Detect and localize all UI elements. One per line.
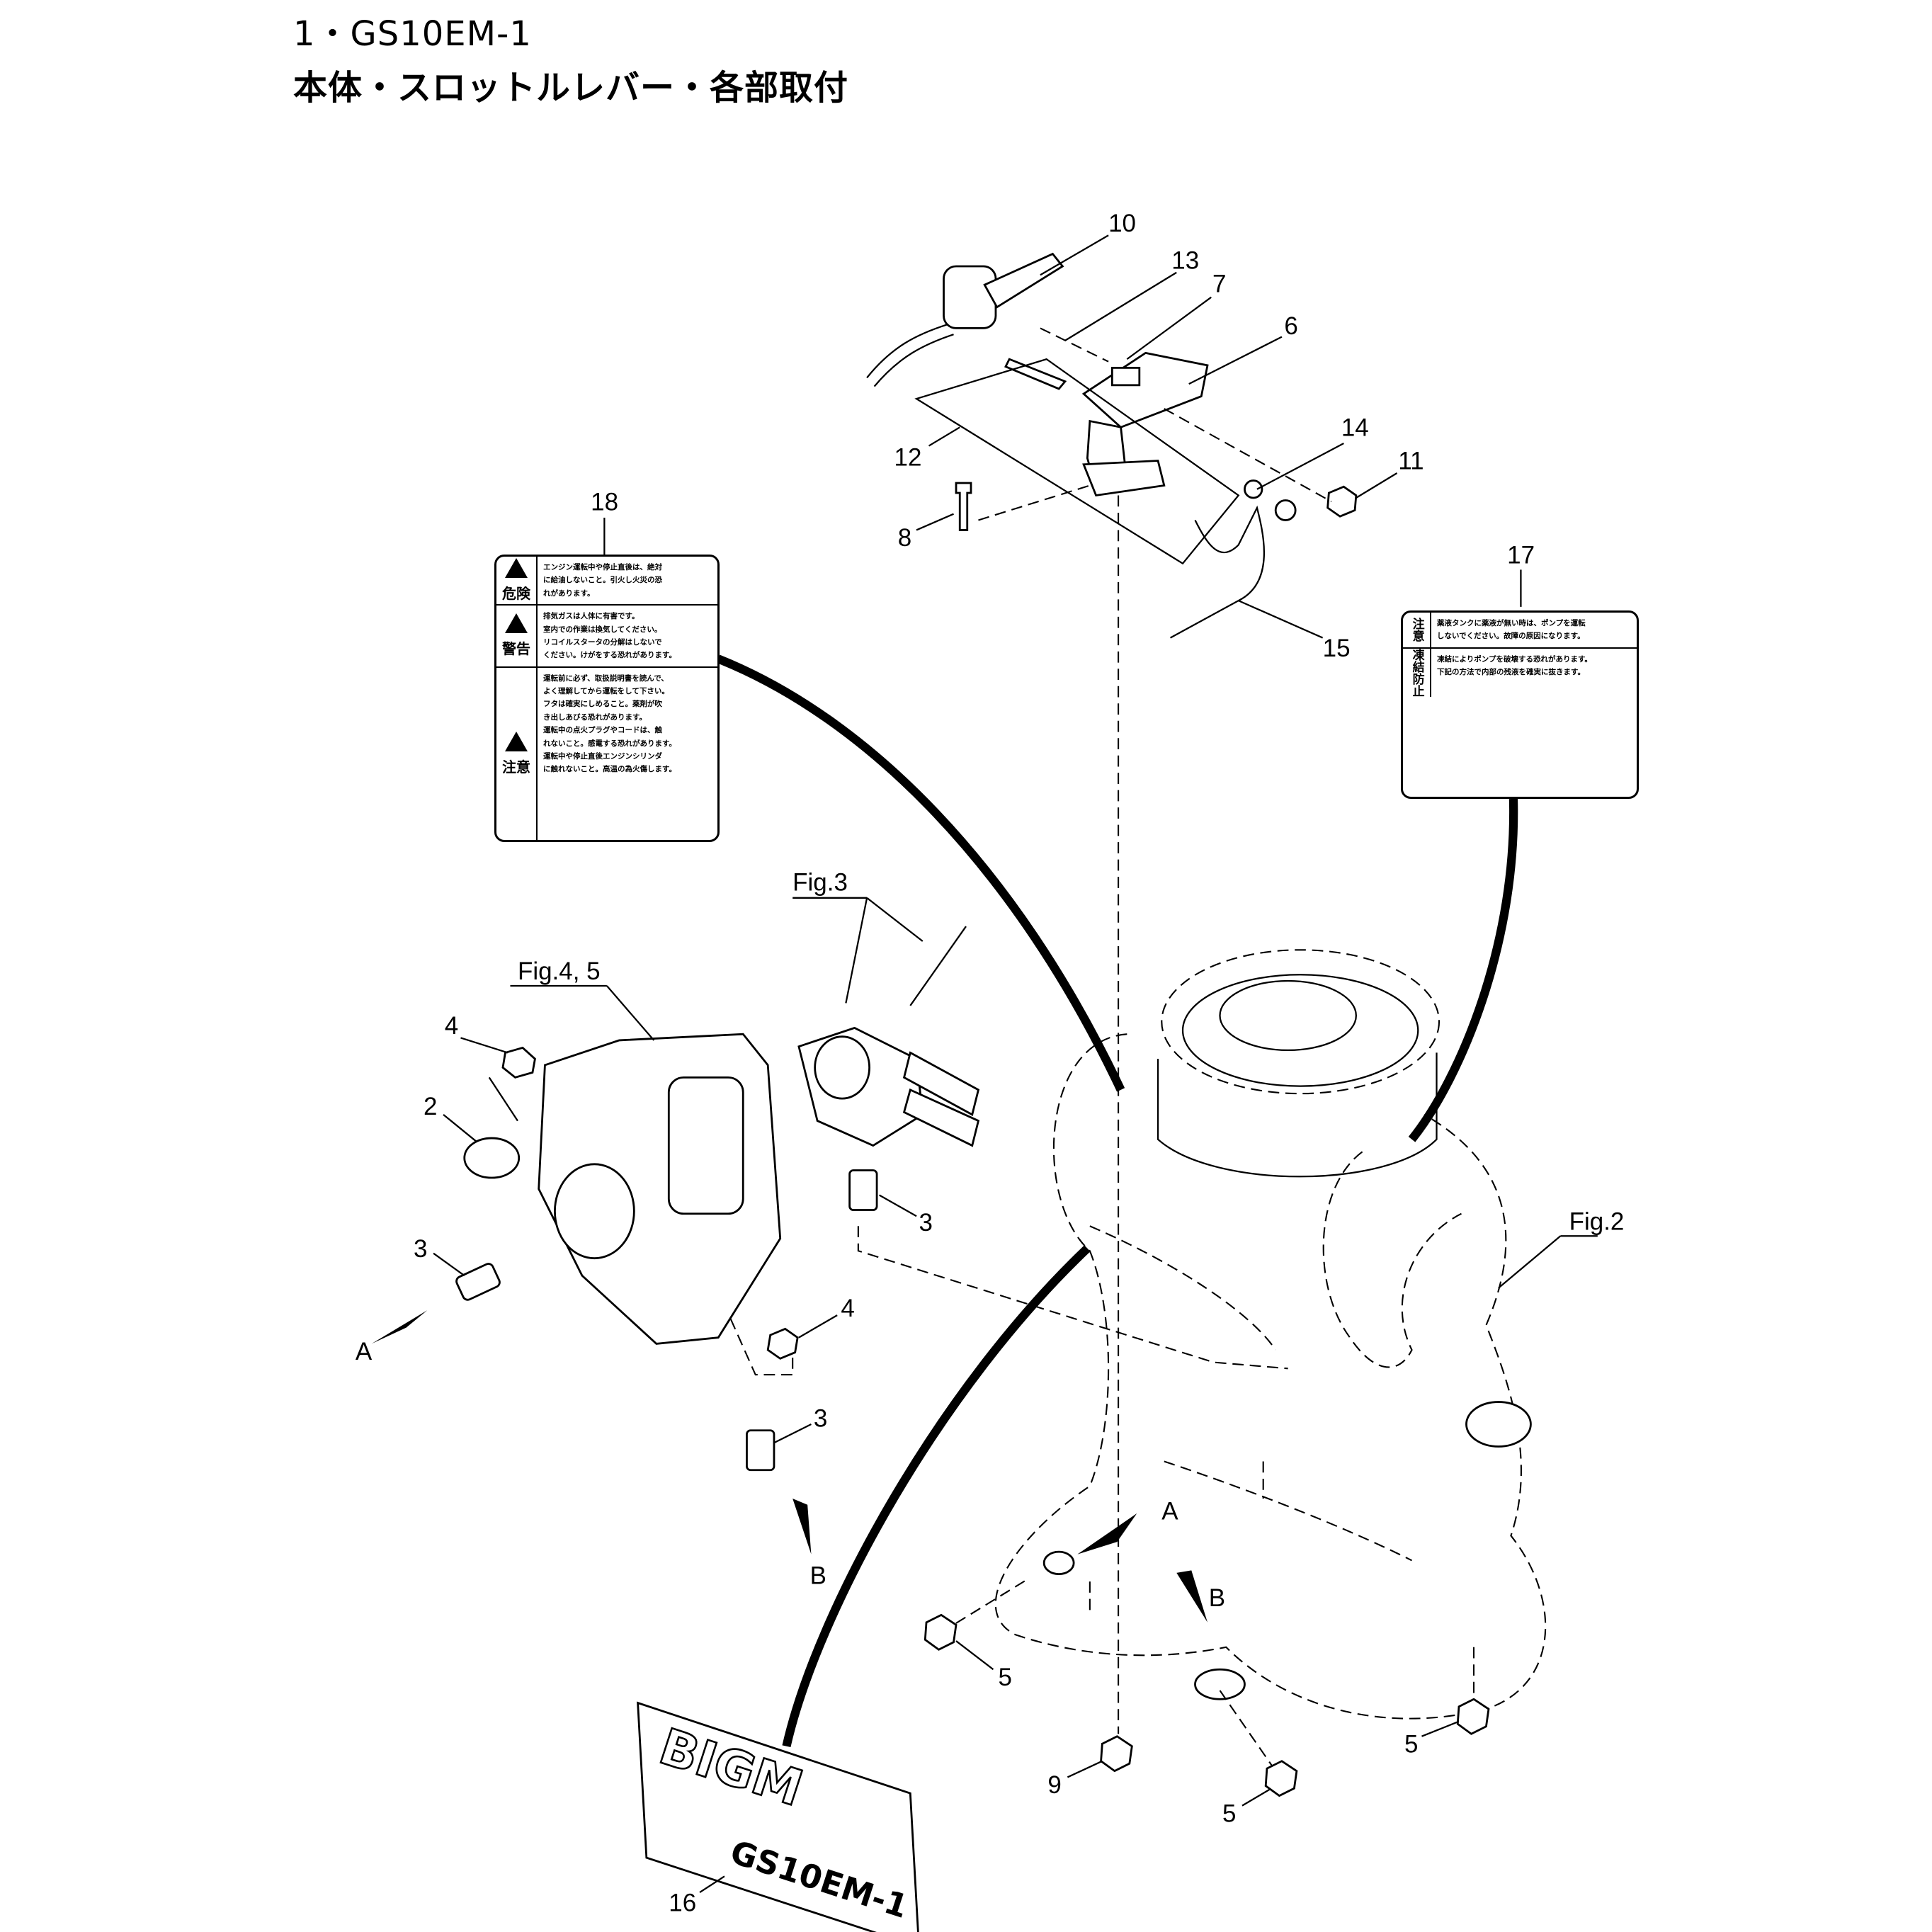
decal-heading-text: 注意 bbox=[1409, 618, 1424, 642]
warning-triangle-icon bbox=[505, 613, 528, 634]
callout-3-bottom: 3 bbox=[814, 1405, 827, 1433]
nut-part-11 bbox=[1326, 485, 1358, 518]
callout-8: 8 bbox=[898, 524, 911, 552]
decal-line: 運転中の点火プラグやコードは、触 bbox=[543, 726, 662, 735]
callout-11: 11 bbox=[1398, 448, 1424, 475]
bolt-part-8 bbox=[955, 482, 972, 531]
callout-5-right: 5 bbox=[1404, 1730, 1418, 1758]
decal-line: 室内での作業は換気してください。 bbox=[543, 625, 662, 634]
callout-B-left: B bbox=[810, 1562, 826, 1590]
decal-line: ください。けがをする恐れがあります。 bbox=[543, 651, 676, 660]
callout-A-tank: A bbox=[1161, 1498, 1178, 1525]
decal-line: 下記の方法で内部の残液を確実に抜きます。 bbox=[1437, 668, 1585, 677]
callout-10: 10 bbox=[1108, 210, 1136, 237]
callout-4-bottom: 4 bbox=[841, 1295, 854, 1322]
decal-section: 凍結防止 凍結によりポンプを破壊する恐れがあります。下記の方法で内部の残液を確実に… bbox=[1403, 648, 1637, 697]
callout-17: 17 bbox=[1507, 542, 1535, 569]
warning-decal-18: 危険 エンジン運転中や停止直後は、絶対に給油しないこと。引火し火災の恐れがあります… bbox=[494, 555, 720, 842]
decal-line: しないでください。故障の原因になります。 bbox=[1437, 632, 1585, 641]
callout-3-pump: 3 bbox=[919, 1209, 933, 1237]
tank-body bbox=[994, 949, 1547, 1720]
decal-line: よく理解してから運転をして下さい。 bbox=[543, 687, 669, 695]
arrow-markers bbox=[371, 1310, 1208, 1623]
callout-leaders bbox=[433, 234, 1598, 1893]
diagram-title-model: 1・GS10EM-1 bbox=[293, 14, 532, 54]
decal-heading-text: 警告 bbox=[502, 640, 530, 658]
decal-16-leader bbox=[782, 1245, 1091, 1748]
dashed-guide bbox=[1040, 327, 1109, 363]
decal-heading: 危険 bbox=[496, 557, 538, 605]
caution-decal-17: 注意 薬液タンクに薬液が無い時は、ポンプを運転しないでください。故障の原因になりま… bbox=[1401, 610, 1639, 799]
callout-labels: 10 13 7 6 14 11 12 8 15 18 17 Fig.3 Fig.… bbox=[356, 210, 1624, 1916]
callout-B-tank: B bbox=[1209, 1584, 1225, 1612]
warning-triangle-icon bbox=[505, 558, 528, 579]
callout-5-left: 5 bbox=[998, 1664, 1011, 1691]
decal-heading: 注意 bbox=[496, 667, 538, 840]
decal-heading: 凍結防止 bbox=[1403, 648, 1431, 697]
decal-line: 凍結によりポンプを破壊する恐れがあります。 bbox=[1437, 654, 1592, 664]
decal-line: 運転前に必ず、取扱説明書を読んで、 bbox=[543, 674, 669, 683]
decal-line: き出しあびる恐れがあります。 bbox=[543, 712, 647, 722]
decal-line: に給油しないこと。引火し火災の恐 bbox=[543, 576, 662, 585]
callout-2: 2 bbox=[424, 1093, 437, 1120]
callout-14: 14 bbox=[1341, 414, 1369, 442]
nut-part bbox=[1274, 499, 1297, 521]
dashed-leaders bbox=[729, 1226, 1475, 1772]
decal-heading: 注意 bbox=[1403, 613, 1431, 647]
bolt-part-13 bbox=[1004, 358, 1067, 390]
decal-line: れがあります。 bbox=[543, 589, 595, 598]
throttle-lever bbox=[866, 252, 1064, 387]
decal-line: 排気ガスは人体に有害です。 bbox=[543, 612, 640, 621]
cable-part-15 bbox=[1169, 505, 1266, 639]
callout-5-bottom: 5 bbox=[1222, 1800, 1236, 1827]
decal-section: 警告 排気ガスは人体に有害です。室内での作業は換気してください。リコイルスタータの… bbox=[496, 606, 717, 668]
decal-line: に触れないこと。高温の為火傷します。 bbox=[543, 765, 676, 774]
decal-heading: 警告 bbox=[496, 606, 538, 666]
callout-6: 6 bbox=[1284, 312, 1297, 340]
callout-fig4-5: Fig.4, 5 bbox=[518, 958, 601, 985]
decal-line: れないこと。感電する恐れがあります。 bbox=[543, 739, 676, 748]
decal-line: フタは確実にしめること。薬剤が吹 bbox=[543, 700, 662, 709]
decal-heading-text: 注意 bbox=[502, 758, 530, 775]
decal-section: 注意 薬液タンクに薬液が無い時は、ポンプを運転しないでください。故障の原因になりま… bbox=[1403, 613, 1637, 649]
nuts-5-9 bbox=[924, 1613, 1490, 1797]
callout-15: 15 bbox=[1323, 635, 1351, 662]
decal-section: 注意 運転前に必ず、取扱説明書を読んで、よく理解してから運転をして下さい。フタは確… bbox=[496, 667, 717, 840]
decal-line: エンジン運転中や停止直後は、絶対 bbox=[543, 563, 662, 572]
decal-18-leader bbox=[716, 654, 1125, 1092]
decal-heading-text: 危険 bbox=[502, 585, 530, 603]
decal-line: リコイルスタータの分解はしないで bbox=[543, 637, 662, 647]
decal-heading-text: 凍結防止 bbox=[1409, 648, 1424, 697]
dashed-guide bbox=[978, 484, 1091, 521]
callout-4-top: 4 bbox=[445, 1012, 458, 1040]
pump-assembly bbox=[797, 926, 980, 1211]
callout-18: 18 bbox=[591, 488, 618, 516]
callout-3-left: 3 bbox=[414, 1235, 427, 1263]
lever-bracket bbox=[1081, 351, 1209, 497]
engine-assembly bbox=[455, 1033, 799, 1472]
warning-triangle-icon bbox=[505, 731, 528, 751]
diagram-title-section: 本体・スロットルレバー・各部取付 bbox=[293, 68, 849, 108]
callout-9: 9 bbox=[1047, 1771, 1061, 1799]
callout-13: 13 bbox=[1171, 246, 1199, 274]
decal-line: 薬液タンクに薬液が無い時は、ポンプを運転 bbox=[1437, 619, 1586, 627]
decal-section: 危険 エンジン運転中や停止直後は、絶対に給油しないこと。引火し火災の恐れがあります… bbox=[496, 557, 717, 606]
dashed-guide bbox=[1164, 408, 1332, 503]
decal-line: 運転中や停止直後エンジンシリンダ bbox=[543, 751, 662, 761]
washer-part-14 bbox=[1244, 479, 1263, 499]
callout-fig3: Fig.3 bbox=[792, 868, 848, 896]
callout-7: 7 bbox=[1212, 271, 1226, 298]
decal-17-leader bbox=[1408, 798, 1518, 1142]
callout-12: 12 bbox=[894, 444, 922, 472]
assembly-outline bbox=[914, 358, 1240, 565]
callout-16: 16 bbox=[669, 1889, 696, 1916]
decal-16-logo: BIGM GS10EM-1 bbox=[637, 1701, 919, 1932]
callout-fig2: Fig.2 bbox=[1569, 1208, 1625, 1235]
callout-A-left: A bbox=[356, 1338, 373, 1365]
